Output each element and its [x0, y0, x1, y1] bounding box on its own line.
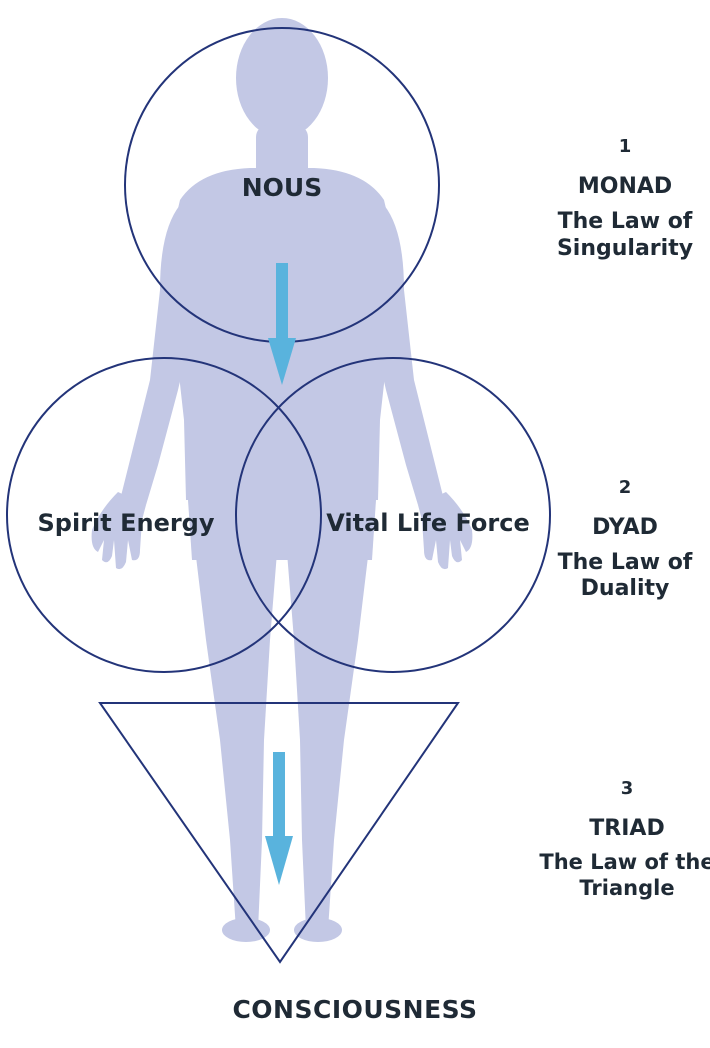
spirit-energy-circle: [6, 357, 322, 673]
spirit-energy-label: Spirit Energy: [38, 509, 215, 537]
vital-life-force-circle: [235, 357, 551, 673]
top-arrow: [268, 263, 296, 385]
level-3-law-line-1: The Law of the: [539, 850, 710, 874]
level-3-name: TRIAD: [589, 816, 664, 841]
level-3-caption: 3 TRIAD The Law of the Triangle: [539, 778, 710, 900]
level-1-law-line-1: The Law of: [558, 209, 693, 234]
level-3-number: 3: [621, 778, 634, 799]
level-1-caption: 1 MONAD The Law of Singularity: [557, 136, 693, 261]
level-2-law-line-2: Duality: [581, 576, 670, 601]
level-3-law-line-2: Triangle: [579, 876, 674, 900]
level-1-law-line-2: Singularity: [557, 236, 693, 261]
level-2-name: DYAD: [592, 515, 658, 540]
triad-triangle: [98, 702, 460, 964]
consciousness-label: CONSCIOUSNESS: [232, 995, 478, 1024]
level-2-number: 2: [619, 477, 632, 498]
lower-arrow: [265, 752, 293, 885]
level-2-caption: 2 DYAD The Law of Duality: [558, 477, 693, 601]
vital-life-force-label: Vital Life Force: [326, 509, 529, 537]
nous-label: NOUS: [242, 173, 322, 202]
level-1-name: MONAD: [578, 174, 672, 199]
human-silhouette: [91, 18, 473, 942]
level-1-number: 1: [619, 136, 632, 157]
level-2-law-line-1: The Law of: [558, 550, 693, 575]
